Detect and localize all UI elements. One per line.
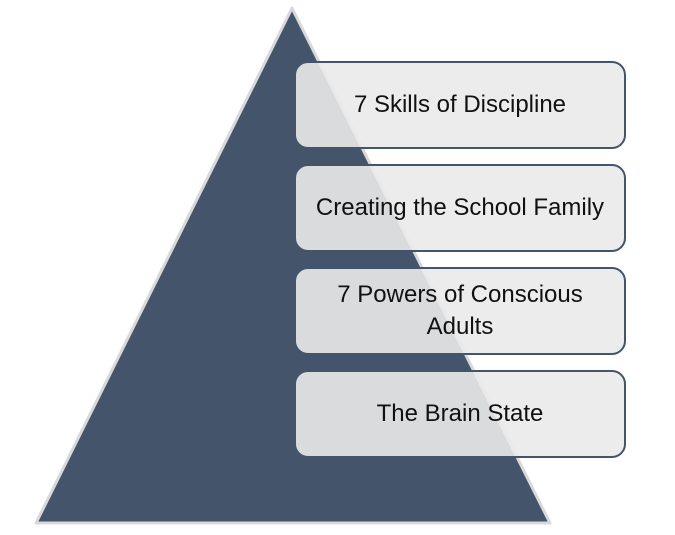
pyramid-level-label: 7 Skills of Discipline [353,91,567,118]
pyramid-level-label: Creating the School Family [315,194,605,221]
pyramid-level-label: 7 Powers of Conscious Adults [337,281,583,340]
pyramid-level-4: The Brain State [294,370,626,458]
pyramid-level-2: Creating the School Family [294,164,626,252]
pyramid-level-label: The Brain State [376,400,544,427]
pyramid-level-3: 7 Powers of Conscious Adults [294,267,626,355]
pyramid-level-1: 7 Skills of Discipline [294,61,626,149]
